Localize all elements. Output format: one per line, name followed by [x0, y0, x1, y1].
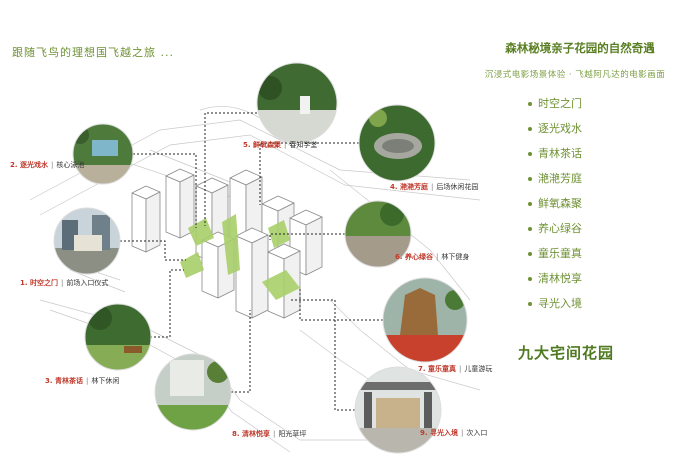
garden-list-item: 寻光入境 [528, 296, 582, 321]
bullet-icon [528, 302, 532, 306]
lawn-3 [222, 214, 240, 275]
bullet-icon [528, 227, 532, 231]
lawn-4 [262, 270, 300, 300]
spot-label-7: 7. 童乐童真|儿童游玩 [418, 365, 493, 373]
spot-label-3: 3. 青林茶话|林下休闲 [45, 377, 120, 385]
photo-4-courtyard [358, 104, 436, 182]
photo-8-sunny-lawn [154, 353, 232, 431]
garden-list-item: 滟滟芳庭 [528, 171, 582, 196]
garden-list-item: 养心绿谷 [528, 221, 582, 246]
spot-label-9: 9. 寻光入境|次入口 [420, 429, 488, 437]
gardens-heading: 九大宅间花园 [518, 344, 615, 362]
garden-list-item: 鲜氧森聚 [528, 196, 582, 221]
photo-7-playground [382, 277, 468, 363]
building-7 [235, 227, 269, 319]
bullet-icon [528, 152, 532, 156]
garden-list-item: 时空之门 [528, 96, 582, 121]
photo-3-tea-forest [84, 303, 152, 371]
bullet-icon [528, 277, 532, 281]
page-title: 森林秘境亲子花园的自然奇遇 [505, 41, 655, 55]
tagline: 跟随飞鸟的理想国飞越之旅 ... [12, 46, 174, 59]
photo-2-pool [72, 123, 134, 185]
bullet-icon [528, 177, 532, 181]
photo-9-secondary-entrance [354, 366, 442, 454]
lawn-1 [188, 218, 214, 246]
spot-label-6: 6. 养心绿谷|林下健身 [395, 253, 470, 261]
bullet-icon [528, 252, 532, 256]
photo-5-forest-gathering [256, 62, 338, 144]
building-1 [131, 185, 161, 253]
garden-list-item: 童乐童真 [528, 246, 582, 271]
bullet-icon [528, 102, 532, 106]
lawn-2 [180, 252, 204, 278]
garden-list-item: 清林悦享 [528, 271, 582, 296]
garden-list-item: 逐光戏水 [528, 121, 582, 146]
garden-list: 时空之门 逐光戏水 青林茶话 滟滟芳庭 鲜氧森聚 养心绿谷 童乐童真 清林悦享 … [528, 96, 582, 321]
bullet-icon [528, 202, 532, 206]
spot-label-8: 8. 清林悦享|阳光草坪 [232, 430, 307, 438]
page-subtitle: 沉浸式电影场景体验 · 飞越阿凡达的电影画面 [484, 70, 666, 80]
photo-6-green-valley [344, 200, 412, 268]
photo-1-entrance [53, 207, 121, 275]
garden-list-item: 青林茶话 [528, 146, 582, 171]
spot-label-1: 1. 时空之门|前场入口仪式 [20, 279, 109, 287]
spot-label-5: 5. 鲜氧森聚|春知学堂 [243, 141, 318, 149]
lawn-areas [180, 214, 300, 300]
spot-label-2: 2. 逐光戏水|核心泳池 [10, 161, 85, 169]
spot-label-4: 4. 滟滟芳庭|后场休闲花园 [390, 183, 479, 191]
bullet-icon [528, 127, 532, 131]
